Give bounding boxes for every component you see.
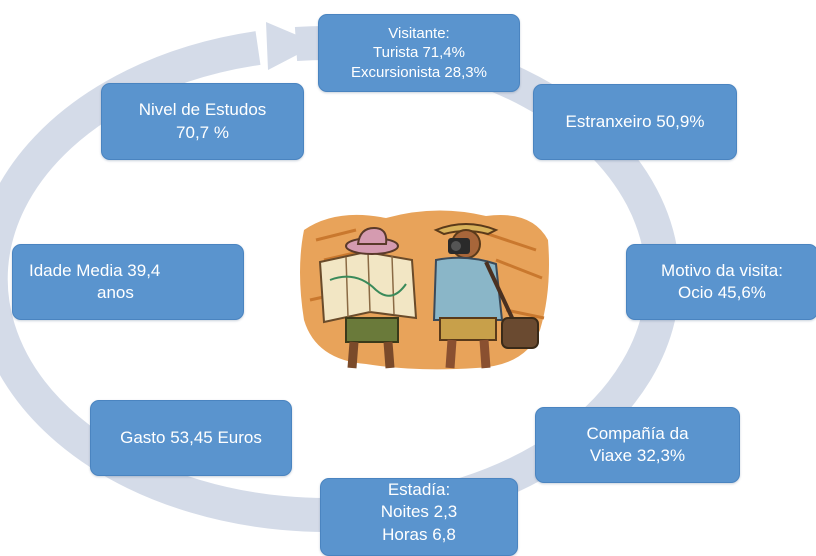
node-nivel-value: 70,7 % [176, 122, 229, 142]
node-visitante-excursionista: Excursionista 28,3% [351, 63, 487, 81]
node-nivel-title: Nivel de Estudos [138, 100, 267, 120]
node-compania-value: Viaxe 32,3% [589, 446, 686, 465]
traveler-right-legs [445, 339, 491, 369]
node-estadia: Estadía: Noites 2,3 Horas 6,8 [320, 478, 518, 556]
cycle-arrowhead [266, 22, 318, 70]
travelers-with-map-and-camera-icon [300, 210, 549, 370]
node-motivo-value: Ocio 45,6% [678, 283, 766, 302]
node-estadia-title: Estadía: [387, 480, 451, 499]
node-estadia-horas: Horas 6,8 [382, 524, 456, 544]
map-route [329, 275, 407, 297]
node-gasto-label: Gasto 53,45 Euros [120, 427, 262, 447]
node-compania-viaxe: Compañía da Viaxe 32,3% [535, 407, 740, 483]
node-idade-media: Idade Media 39,4 anos [12, 244, 244, 320]
bag-strap [484, 261, 516, 323]
map-folds [345, 251, 395, 318]
traveler-left-legs [347, 341, 395, 369]
hat-crown [356, 226, 388, 245]
node-visitante: Visitante: Turista 71,4% Excursionista 2… [318, 14, 520, 92]
node-nivel-estudos: Nivel de Estudos 70,7 % [101, 83, 304, 160]
camera-lens [451, 241, 461, 251]
node-idade-title: Idade Media 39,4 [29, 260, 161, 280]
node-estranxeiro-label: Estranxeiro 50,9% [565, 111, 705, 131]
node-idade-unit: anos [97, 283, 134, 302]
traveler-right-shirt [432, 256, 504, 321]
node-motivo-title: Motivo da visita: [661, 260, 783, 280]
traveler-right-shorts [439, 317, 497, 341]
traveler-left-shorts [345, 317, 399, 343]
node-estranxeiro: Estranxeiro 50,9% [533, 84, 737, 160]
bag-icon [501, 317, 539, 349]
node-estadia-noites: Noites 2,3 [380, 502, 458, 522]
node-visitante-turista: Turista 71,4% [373, 44, 465, 62]
node-compania-title: Compañía da [586, 423, 689, 443]
node-visitante-title: Visitante: [388, 24, 450, 42]
illustration-shading [309, 228, 545, 320]
node-gasto: Gasto 53,45 Euros [90, 400, 292, 476]
node-motivo-visita: Motivo da visita: Ocio 45,6% [626, 244, 816, 320]
